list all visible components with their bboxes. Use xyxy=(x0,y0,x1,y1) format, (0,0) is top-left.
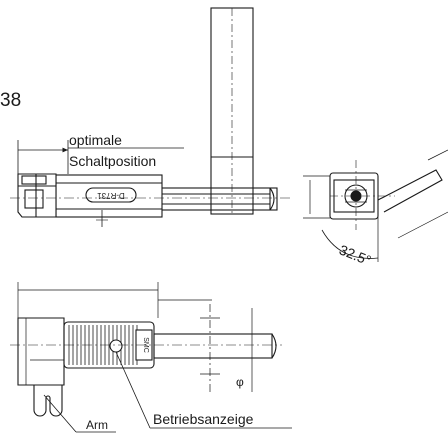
optimal-label-line2: Schaltposition xyxy=(69,153,156,169)
diameter-label: φ xyxy=(236,375,244,389)
optimal-label-line1: optimale xyxy=(69,132,122,148)
side-view xyxy=(303,149,448,262)
top-view xyxy=(10,7,290,227)
model-label-frame xyxy=(85,187,137,203)
fragment-number: 38 xyxy=(0,90,21,111)
bottom-view xyxy=(10,282,292,433)
horizontal-rod xyxy=(159,187,278,211)
indicator-label: Betriebsanzeige xyxy=(153,411,254,427)
brand-label: SMC xyxy=(142,337,149,353)
arm-label: Arm xyxy=(86,418,108,432)
angle-label: 32.5° xyxy=(337,241,373,268)
model-label: D-R731 xyxy=(97,191,125,200)
sensor-body xyxy=(55,174,163,218)
indicator-led xyxy=(109,339,123,353)
